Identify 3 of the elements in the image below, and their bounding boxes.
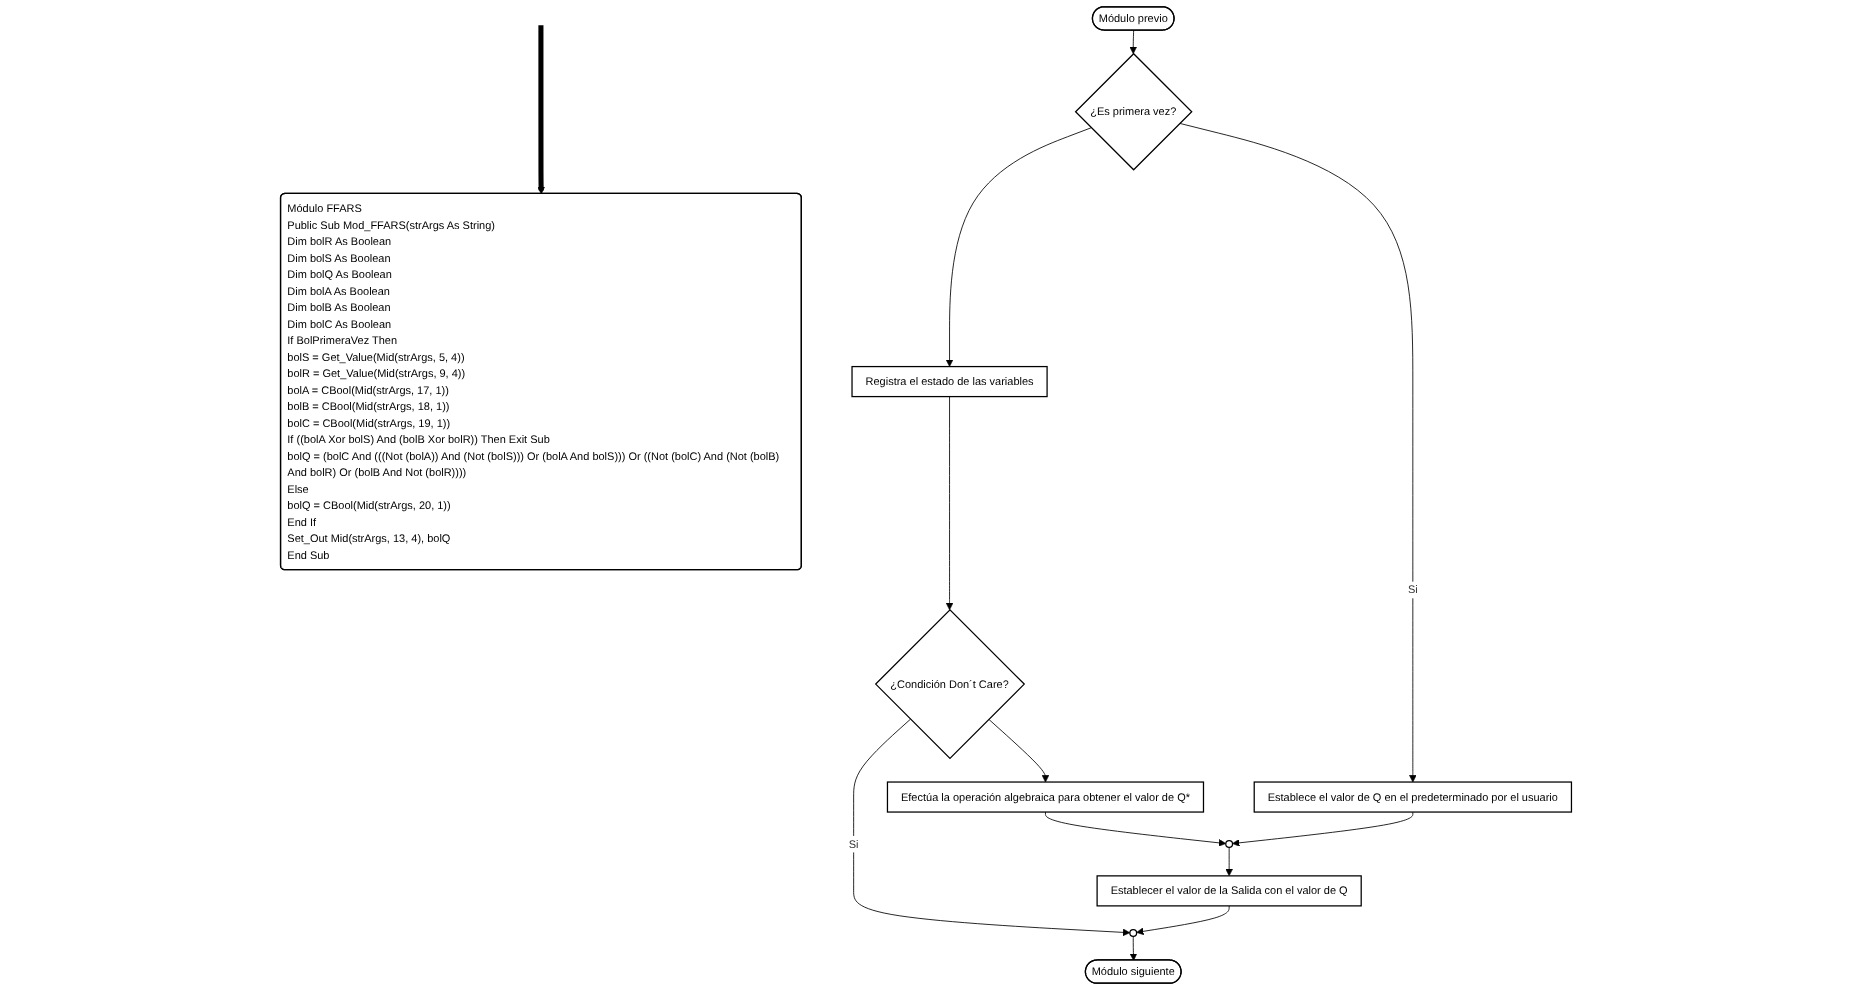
node-circle [1225,839,1234,848]
arrow [537,25,545,195]
node-circle [1129,928,1138,937]
